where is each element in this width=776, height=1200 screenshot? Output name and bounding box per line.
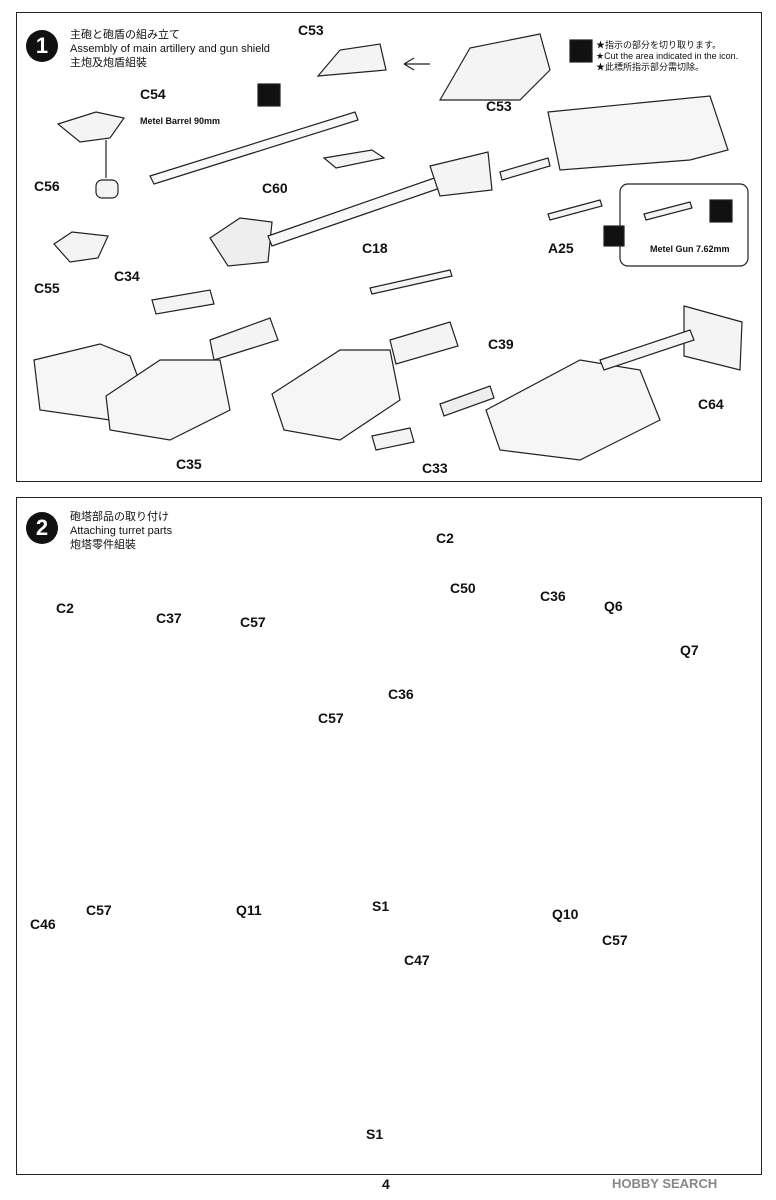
label-q6: Q6 xyxy=(604,598,623,614)
step-1-title-cn: 主炮及炮盾組裝 xyxy=(70,57,147,69)
step-2-title: 砲塔部品の取り付け Attaching turret parts 炮塔零件組裝 xyxy=(70,510,172,552)
step-2-panel xyxy=(16,497,762,1175)
gun-note: Metel Gun 7.62mm xyxy=(650,244,730,254)
c39-mg xyxy=(439,385,495,417)
step-2-title-cn: 炮塔零件組裝 xyxy=(70,539,136,551)
step-1-title-en: Assembly of main artillery and gun shiel… xyxy=(70,43,270,55)
label-q10: Q10 xyxy=(552,906,579,922)
c18-assembly xyxy=(271,349,401,441)
label-s1-a: S1 xyxy=(372,898,390,914)
barrel-note: Metel Barrel 90mm xyxy=(140,116,221,126)
label-q11: Q11 xyxy=(236,902,262,918)
label-c46: C46 xyxy=(30,916,56,932)
gun-barrel xyxy=(267,175,447,247)
step-2-title-jp: 砲塔部品の取り付け xyxy=(70,511,169,523)
label-c50: C50 xyxy=(450,580,476,596)
label-c64: C64 xyxy=(698,396,724,412)
glue-icon xyxy=(257,83,281,107)
label-c36-a: C36 xyxy=(540,588,566,604)
label-c34: C34 xyxy=(114,268,140,284)
label-q7: Q7 xyxy=(680,642,699,658)
label-c18: C18 xyxy=(362,240,388,256)
cut-note: ★指示の部分を切り取ります。 ★Cut the area indicated i… xyxy=(596,40,738,73)
swap-icon xyxy=(603,225,625,247)
c55-part xyxy=(53,231,109,263)
step-2-number: 2 xyxy=(26,512,58,544)
label-c55: C55 xyxy=(34,280,60,296)
c54-part xyxy=(56,111,126,143)
c60-part xyxy=(322,149,386,169)
step-1-title-jp: 主砲と砲盾の組み立て xyxy=(70,29,180,41)
c64-assembly xyxy=(485,359,661,461)
gun-mantlet xyxy=(209,217,273,267)
gun-sleeve xyxy=(429,151,493,197)
label-c57-d: C57 xyxy=(602,932,628,948)
watermark: HOBBY SEARCH xyxy=(612,1176,718,1191)
cut-note-cn: ★此標所指示部分需切除。 xyxy=(596,62,705,72)
label-c2-b: C2 xyxy=(436,530,454,546)
page-number: 4 xyxy=(382,1176,390,1192)
barrel-90mm xyxy=(149,111,359,185)
c53-shield xyxy=(316,43,387,77)
a25-gun xyxy=(547,199,603,221)
c53-shield-detail xyxy=(438,33,551,101)
gun-inset-box xyxy=(619,183,749,267)
step-1-title: 主砲と砲盾の組み立て Assembly of main artillery an… xyxy=(70,28,270,70)
label-c35: C35 xyxy=(176,456,202,472)
label-a25: A25 xyxy=(548,240,574,256)
step-1-number: 1 xyxy=(26,30,58,62)
c35-assembly xyxy=(105,359,231,441)
step-2-title-en: Attaching turret parts xyxy=(70,525,173,537)
label-c53-b: C53 xyxy=(486,98,512,114)
label-c39: C39 xyxy=(488,336,514,352)
arrow-icon xyxy=(403,57,430,71)
label-s1-b: S1 xyxy=(366,1126,384,1142)
c56-part xyxy=(95,179,119,199)
cut-note-en: ★Cut the area indicated in the icon. xyxy=(596,51,739,61)
label-c53-a: C53 xyxy=(298,22,324,38)
c33-part xyxy=(371,427,415,451)
glue-icon-2 xyxy=(709,199,733,223)
cut-icon xyxy=(569,39,593,63)
label-c47: C47 xyxy=(404,952,430,968)
label-c2-a: C2 xyxy=(56,600,74,616)
label-c57-b: C57 xyxy=(318,710,344,726)
label-c57-a: C57 xyxy=(240,614,266,630)
breech-assembly xyxy=(547,95,729,171)
cut-note-jp: ★指示の部分を切り取ります。 xyxy=(596,40,722,50)
label-c57-c: C57 xyxy=(86,902,112,918)
label-c37: C37 xyxy=(156,610,182,626)
label-c56: C56 xyxy=(34,178,60,194)
label-c36-b: C36 xyxy=(388,686,414,702)
mg-part xyxy=(499,157,551,181)
label-c33: C33 xyxy=(422,460,448,476)
label-c54: C54 xyxy=(140,86,166,102)
label-c60: C60 xyxy=(262,180,288,196)
